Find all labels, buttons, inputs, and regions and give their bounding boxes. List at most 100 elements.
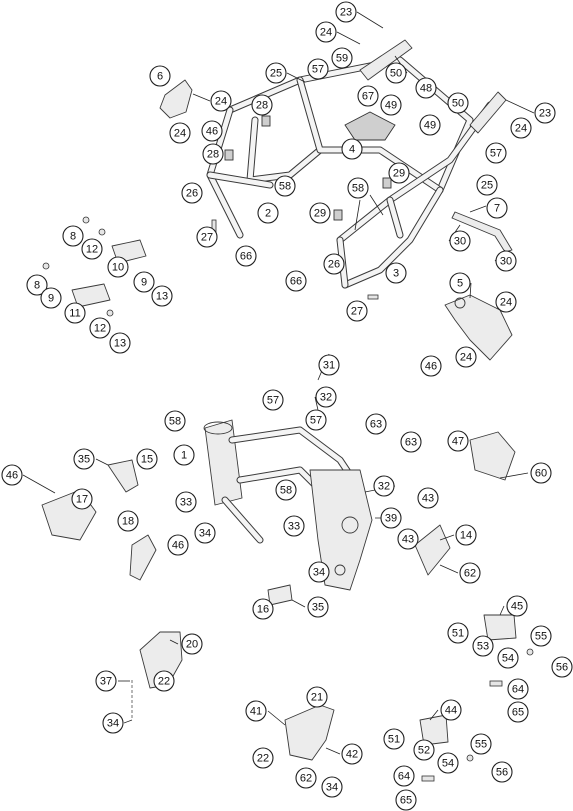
callout-66: 66	[235, 245, 257, 267]
callout-7: 7	[486, 197, 508, 219]
callout-number: 4	[349, 144, 355, 156]
callout-number: 43	[422, 493, 434, 505]
footpeg-part-11	[71, 283, 111, 308]
callout-41: 41	[245, 700, 267, 722]
callout-50: 50	[385, 62, 407, 84]
callout-number: 33	[288, 521, 300, 533]
callout-number: 33	[180, 497, 192, 509]
callout-circle	[309, 202, 331, 224]
callout-number: 25	[481, 180, 493, 192]
callout-number: 34	[313, 567, 325, 579]
callout-circle	[440, 699, 462, 721]
callout-number: 28	[256, 100, 268, 112]
callout-27: 27	[346, 300, 368, 322]
callout-43: 43	[417, 487, 439, 509]
callout-number: 17	[76, 494, 88, 506]
callout-number: 43	[402, 534, 414, 546]
callout-9: 9	[40, 287, 62, 309]
callout-number: 62	[300, 773, 312, 785]
callout-circle	[388, 162, 410, 184]
callout-circle	[285, 270, 307, 292]
callout-35: 35	[307, 596, 329, 618]
callout-number: 35	[78, 454, 90, 466]
callout-circle	[534, 102, 556, 124]
callout-circle	[419, 114, 441, 136]
callout-number: 39	[385, 513, 397, 525]
callout-2: 2	[257, 202, 279, 224]
callout-circle	[530, 625, 552, 647]
callout-44: 44	[440, 699, 462, 721]
callout-29: 29	[309, 202, 331, 224]
callout-circle	[306, 686, 328, 708]
callout-34: 34	[321, 776, 343, 798]
callout-26: 26	[181, 182, 203, 204]
callout-circle	[341, 138, 363, 160]
rubber-block-28b	[224, 149, 234, 161]
callout-circle	[283, 515, 305, 537]
callout-45: 45	[506, 595, 528, 617]
callout-circle	[136, 448, 158, 470]
callout-circle	[397, 528, 419, 550]
callout-59: 59	[331, 47, 353, 69]
callout-number: 58	[280, 485, 292, 497]
rubber-block-28a	[261, 115, 271, 127]
callout-circle	[470, 733, 492, 755]
callout-number: 24	[320, 27, 332, 39]
callout-number: 57	[490, 148, 502, 160]
callout-number: 46	[425, 361, 437, 373]
callout-circle	[210, 90, 232, 112]
callout-35: 35	[73, 448, 95, 470]
callout-circle	[393, 765, 415, 787]
callout-circle	[295, 767, 317, 789]
callout-number: 56	[556, 662, 568, 674]
pivot-hole	[341, 516, 359, 534]
callout-33: 33	[283, 515, 305, 537]
callout-circle	[73, 448, 95, 470]
callout-number: 26	[328, 259, 340, 271]
callout-number: 2	[265, 208, 271, 220]
bracket-part-5	[444, 294, 513, 361]
washer-55b	[466, 754, 474, 762]
callout-circle	[26, 274, 48, 296]
callout-number: 65	[512, 707, 524, 719]
callout-57: 57	[307, 58, 329, 80]
callout-number: 66	[290, 276, 302, 288]
callout-5: 5	[449, 272, 471, 294]
callout-number: 57	[267, 395, 279, 407]
callout-number: 6	[157, 71, 163, 83]
callout-circle	[153, 670, 175, 692]
callout-number: 34	[199, 528, 211, 540]
callout-number: 13	[156, 291, 168, 303]
callout-57: 57	[485, 142, 507, 164]
callout-circle	[262, 389, 284, 411]
rubber-block-29a	[382, 177, 392, 189]
callout-number: 44	[445, 705, 457, 717]
callout-number: 54	[502, 653, 514, 665]
callout-number: 9	[141, 277, 147, 289]
callout-52: 52	[413, 739, 435, 761]
callout-63: 63	[400, 431, 422, 453]
callout-circle	[341, 743, 363, 765]
callout-32: 32	[315, 386, 337, 408]
callout-number: 26	[186, 188, 198, 200]
callout-number: 18	[122, 516, 134, 528]
sprocket-cover-part-47	[469, 431, 516, 481]
callout-64: 64	[393, 765, 415, 787]
callout-circle	[323, 253, 345, 275]
callout-circle	[252, 598, 274, 620]
callout-circle	[495, 250, 517, 272]
callout-number: 59	[336, 53, 348, 65]
callout-42: 42	[341, 743, 363, 765]
bracket-part-16	[267, 584, 293, 606]
callout-circle	[201, 120, 223, 142]
callout-number: 46	[206, 126, 218, 138]
callout-number: 29	[393, 168, 405, 180]
callout-number: 57	[310, 415, 322, 427]
callout-number: 10	[112, 262, 124, 274]
callout-circle	[415, 77, 437, 99]
callout-30: 30	[449, 230, 471, 252]
callout-8: 8	[26, 274, 48, 296]
callout-23: 23	[534, 102, 556, 124]
bracket-5-hole	[454, 297, 466, 309]
callout-58: 58	[347, 177, 369, 199]
